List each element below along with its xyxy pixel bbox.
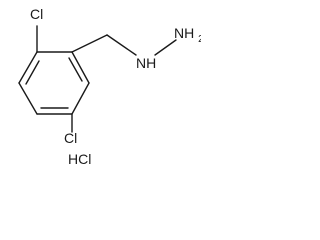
chlorine-bottom-label: Cl	[64, 130, 77, 146]
chemical-structure: Cl Cl NH NH 2 HCl	[18, 6, 201, 167]
nh-label: NH	[136, 55, 156, 71]
ring-double-bond	[68, 57, 83, 82]
bond-nh-to-nh2	[154, 39, 177, 56]
nh2-label: NH 2	[174, 25, 201, 45]
nh2-main-label: NH	[174, 25, 194, 41]
hcl-label: HCl	[68, 151, 91, 167]
nh2-subscript-label: 2	[198, 34, 201, 45]
ring-bond	[71, 51, 90, 84]
ring-bond	[71, 82, 90, 115]
bond-skeleton	[18, 25, 177, 133]
ring-bond	[18, 82, 38, 115]
bond-ring-to-ch2	[71, 34, 108, 53]
ring-bond	[18, 51, 38, 84]
chlorine-top-label: Cl	[30, 6, 43, 22]
ring-double-bond	[25, 60, 40, 85]
bond-ch2-to-nh	[106, 34, 137, 56]
